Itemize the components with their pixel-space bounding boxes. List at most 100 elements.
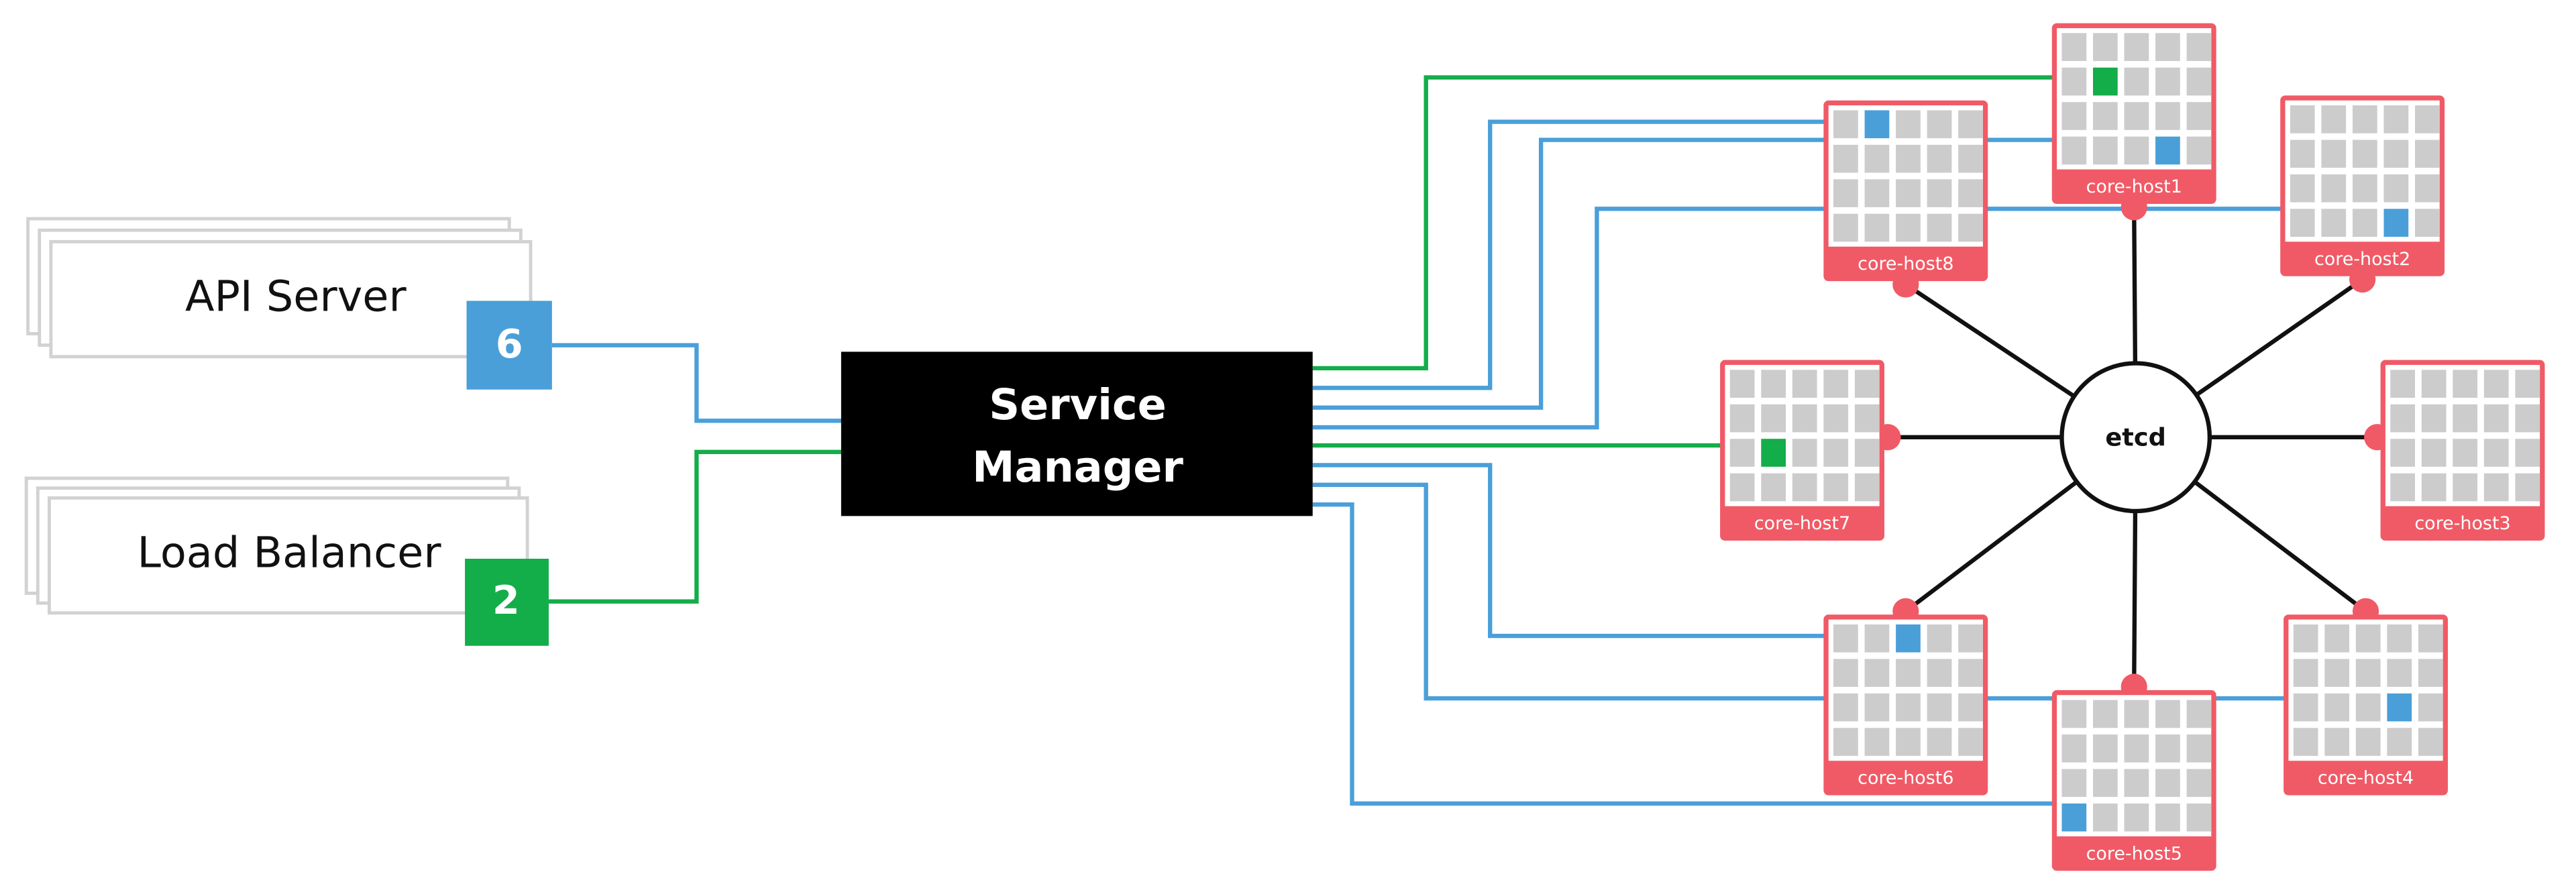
host-slot <box>2421 404 2447 433</box>
host-core-host2[interactable]: core-host2 <box>2280 95 2445 293</box>
host-core-host6[interactable]: core-host6 <box>1823 598 1988 796</box>
host-slot <box>2293 624 2318 653</box>
host-slot <box>2186 803 2212 832</box>
host-slot <box>2093 136 2118 165</box>
host-slot <box>2390 473 2415 502</box>
host-slot <box>2453 439 2478 467</box>
host-slot <box>2186 33 2212 61</box>
host-slot <box>2186 67 2212 96</box>
host-slot <box>1833 213 1858 242</box>
host-slot <box>2093 102 2118 130</box>
host-slot <box>2383 140 2409 168</box>
host-slot <box>2061 700 2087 728</box>
host-core-host7[interactable]: core-host7 <box>1720 360 1901 541</box>
host-slot <box>1958 179 1983 207</box>
sm-to-host1-green-line <box>1312 75 2106 371</box>
host-slot <box>1864 728 1890 756</box>
hosts: core-host1 core-host2 core-host3 core-host4… <box>1720 23 2545 871</box>
host-slot <box>2155 102 2180 130</box>
host-slot-green <box>1761 439 1786 467</box>
host-slot <box>1958 624 1983 653</box>
host-slot <box>2186 102 2212 130</box>
api-server-count: 6 <box>496 321 523 367</box>
host-slot <box>1833 110 1858 139</box>
host-slot <box>2061 102 2087 130</box>
host-slot <box>2124 67 2149 96</box>
etcd-label: etcd <box>2105 423 2166 452</box>
host-slot <box>2483 439 2509 467</box>
host-slot <box>2155 33 2180 61</box>
host-slot <box>1927 110 1952 139</box>
host-slot <box>1854 473 1880 502</box>
host-slot <box>1927 659 1952 688</box>
host-slot <box>1729 439 1755 467</box>
host-slot <box>2352 105 2377 133</box>
host-slot <box>2324 728 2350 756</box>
host-slot <box>2355 693 2381 722</box>
host-slot <box>2093 769 2118 798</box>
host-slot <box>1958 213 1983 242</box>
host-slot <box>2483 370 2509 398</box>
host-slot <box>1896 728 1921 756</box>
host-slot <box>1927 693 1952 722</box>
host-slot <box>2155 734 2180 763</box>
host-slot <box>2093 33 2118 61</box>
host-slot <box>2155 803 2180 832</box>
host-slot <box>1896 110 1921 139</box>
host-slot-blue <box>2383 209 2409 237</box>
service-manager[interactable]: Service Manager <box>841 351 1313 516</box>
host-slot <box>1833 659 1858 688</box>
host-slot <box>2290 209 2315 237</box>
host-slot <box>2418 728 2443 756</box>
host-slot <box>2293 728 2318 756</box>
host-slot <box>2483 404 2509 433</box>
host-slot <box>2355 624 2381 653</box>
host-slot <box>2418 693 2443 722</box>
host-label: core-host6 <box>1858 768 1953 789</box>
host-slot <box>1792 404 1817 433</box>
host-core-host5[interactable]: core-host5 <box>2051 673 2216 871</box>
host-slot <box>1761 473 1786 502</box>
host-slot <box>2453 404 2478 433</box>
host-slot <box>2415 209 2440 237</box>
host-slot <box>2453 473 2478 502</box>
load-balancer-stack[interactable]: Load Balancer 2 <box>24 476 549 646</box>
host-slot <box>1833 624 1858 653</box>
host-core-host8[interactable]: core-host8 <box>1823 100 1988 298</box>
host-slot <box>1896 213 1921 242</box>
host-slot <box>2483 473 2509 502</box>
host-slot <box>2415 105 2440 133</box>
host-slot <box>2415 174 2440 203</box>
load-balancer-count: 2 <box>492 577 520 623</box>
host-core-host1[interactable]: core-host1 <box>2051 23 2216 221</box>
host-slot <box>2387 624 2412 653</box>
host-label: core-host2 <box>2314 249 2410 270</box>
host-slot <box>2515 370 2540 398</box>
host-slot <box>1823 473 1849 502</box>
host-slot <box>1729 404 1755 433</box>
host-slot <box>2390 404 2415 433</box>
host-slot <box>2321 105 2347 133</box>
host-label: core-host7 <box>1754 513 1850 534</box>
host-slot <box>1864 624 1890 653</box>
load-balancer-count-badge <box>465 559 549 646</box>
host-slot <box>2421 439 2447 467</box>
host-slot <box>2124 769 2149 798</box>
host-slot <box>2093 700 2118 728</box>
host-slot <box>2061 67 2087 96</box>
host-slot <box>2390 439 2415 467</box>
host-slot <box>2321 140 2347 168</box>
host-slot <box>1823 404 1849 433</box>
host-slot <box>2124 102 2149 130</box>
api-to-sm-line <box>551 343 841 423</box>
sm-to-host6-blue-line <box>1312 463 1908 639</box>
host-label: core-host5 <box>2086 843 2182 864</box>
etcd-node[interactable]: etcd <box>2059 361 2212 514</box>
host-core-host3[interactable]: core-host3 <box>2364 360 2545 541</box>
host-label: core-host3 <box>2414 513 2510 534</box>
api-server-stack[interactable]: API Server 6 <box>26 217 552 390</box>
host-core-host4[interactable]: core-host4 <box>2284 598 2448 796</box>
host-slot <box>1761 370 1786 398</box>
host-slot <box>1792 439 1817 467</box>
